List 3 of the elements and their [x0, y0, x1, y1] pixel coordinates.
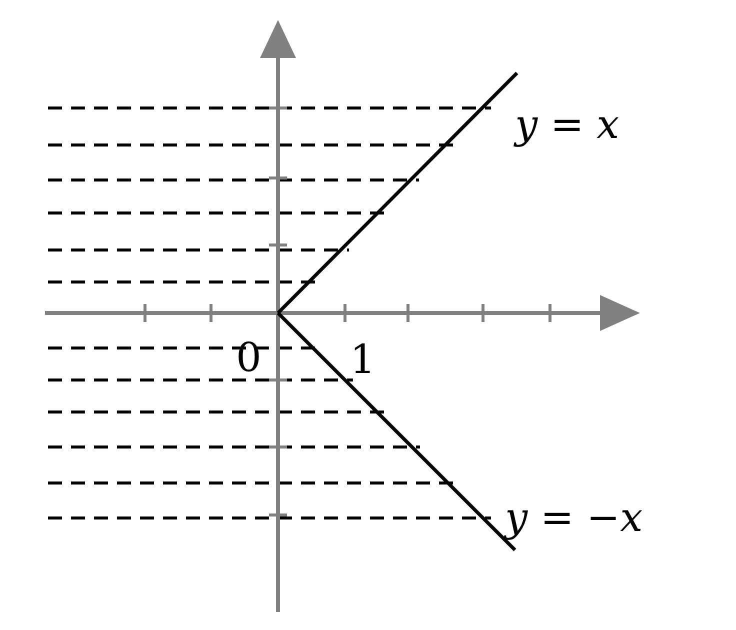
- function-label: y = x: [515, 105, 620, 145]
- function-label: y = −x: [505, 498, 643, 538]
- tick-label: 1: [350, 340, 376, 380]
